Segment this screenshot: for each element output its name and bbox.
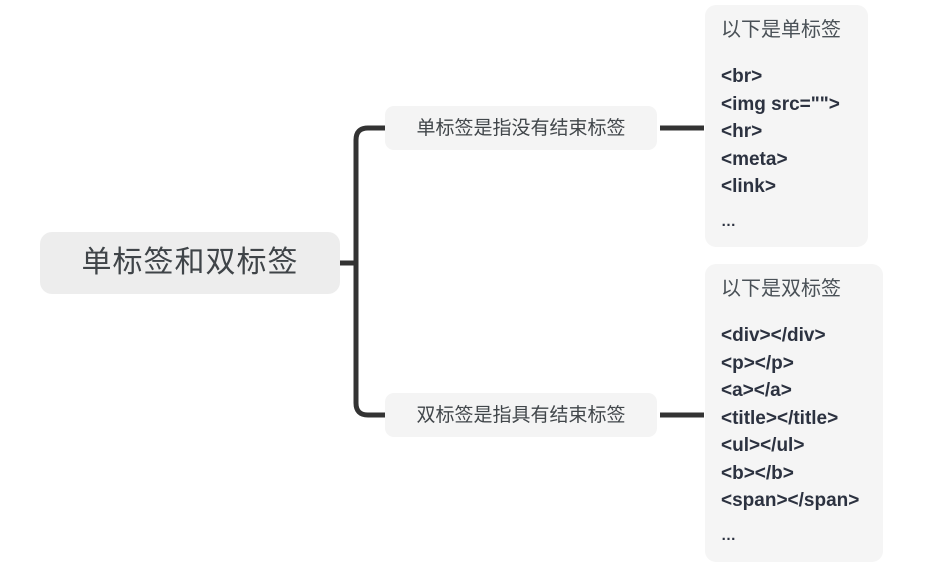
code-line: <a></a> — [721, 380, 792, 402]
code-line: <title></title> — [721, 407, 839, 429]
code-line: <meta> — [721, 148, 788, 170]
code-line: <br> — [721, 66, 763, 87]
leaf-node-single-tag-code: <br> <img src=""> <hr> <meta> <link> … — [721, 63, 852, 232]
code-line: <p></p> — [721, 352, 794, 374]
code-line-ellipsis: … — [721, 212, 737, 230]
branch-node-single-tag[interactable]: 单标签是指没有结束标签 — [385, 106, 657, 150]
connector-trunk-to-branch-2 — [353, 260, 388, 418]
code-line: <hr> — [721, 121, 763, 143]
leaf-node-paired-tag-code: <div></div> <p></p> <a></a> <title></tit… — [721, 322, 867, 547]
branch-node-paired-tag-label: 双标签是指具有结束标签 — [416, 404, 626, 426]
leaf-node-single-tag-title: 以下是单标签 — [721, 19, 841, 41]
code-line: <span></span> — [721, 490, 860, 512]
branch-node-paired-tag[interactable]: 双标签是指具有结束标签 — [385, 393, 657, 437]
leaf-node-single-tag-list[interactable]: 以下是单标签 <br> <img src=""> <hr> <meta> <li… — [705, 5, 868, 247]
branch-node-single-tag-label: 单标签是指没有结束标签 — [416, 117, 626, 139]
connector-trunk-to-branch-1 — [353, 125, 388, 266]
root-node-label: 单标签和双标签 — [81, 246, 299, 279]
code-line: <ul></ul> — [721, 435, 805, 457]
code-line: <div></div> — [721, 325, 826, 346]
code-line: <link> — [721, 176, 776, 198]
leaf-node-paired-tag-list[interactable]: 以下是双标签 <div></div> <p></p> <a></a> <titl… — [705, 264, 883, 562]
root-node[interactable]: 单标签和双标签 — [40, 232, 340, 294]
code-line: <img src=""> — [721, 93, 840, 115]
code-line: <b></b> — [721, 462, 794, 484]
code-line-ellipsis: … — [721, 526, 737, 544]
leaf-node-paired-tag-title: 以下是双标签 — [721, 278, 841, 300]
